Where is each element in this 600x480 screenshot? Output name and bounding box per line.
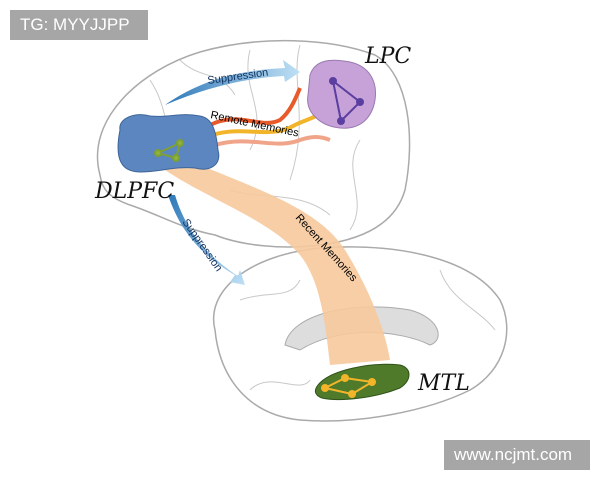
watermark-bottom-right: www.ncjmt.com — [444, 440, 590, 470]
suppression-arrow-top — [165, 60, 300, 105]
remote-memories-pathway — [209, 87, 331, 147]
recent-memories-pathway — [165, 165, 390, 365]
lpc-region — [307, 59, 377, 129]
lpc-network-icon — [329, 77, 364, 125]
watermark-top-left: TG: MYYJJPP — [10, 10, 148, 40]
dlpfc-label: DLPFC — [94, 179, 174, 204]
dlpfc-network-icon — [154, 139, 184, 162]
mtl-label: MTL — [417, 371, 470, 396]
lpc-label: LPC — [364, 44, 411, 69]
mtl-network-icon — [321, 374, 376, 398]
suppression-arrow-down — [168, 195, 245, 285]
dlpfc-region — [117, 114, 220, 173]
